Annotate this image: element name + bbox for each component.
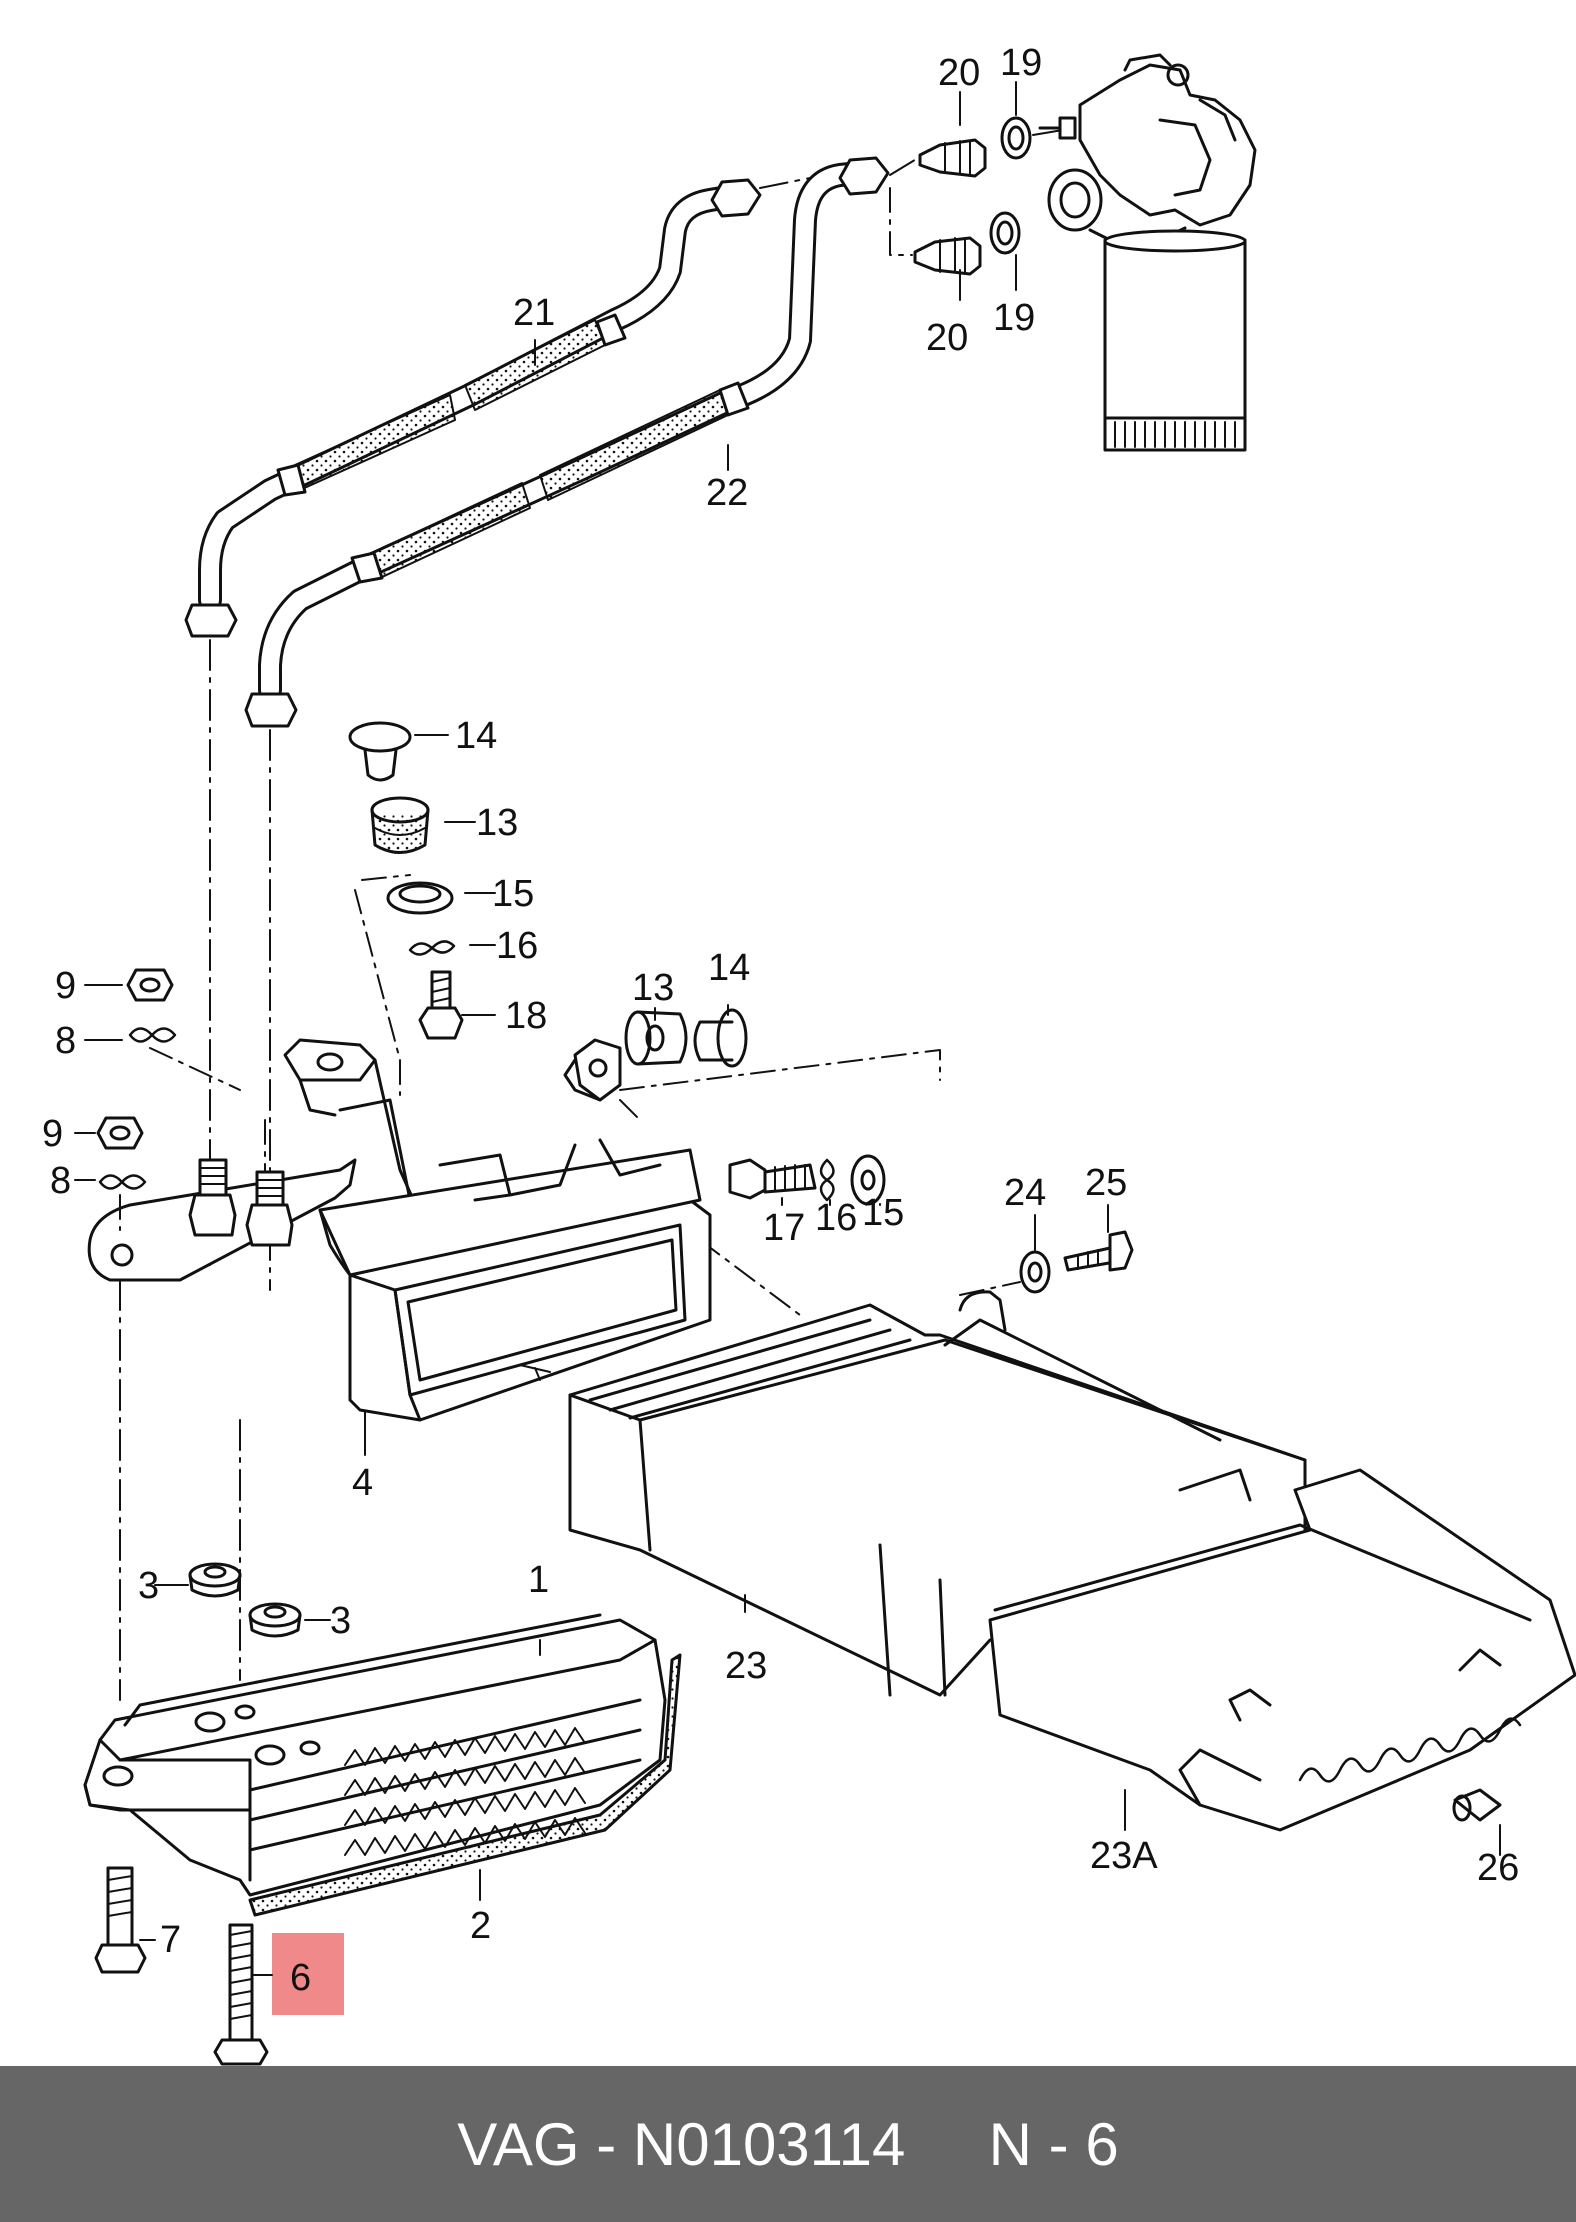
label-20-upper: 20 <box>938 52 980 94</box>
adapter-nipple-right <box>245 1170 294 1247</box>
rubber-mount-3-left <box>188 1562 242 1598</box>
rubber-sleeve-14b <box>693 1008 748 1068</box>
spring-washer-8-lower <box>98 1174 147 1190</box>
banjo-bolt-upper <box>918 138 987 178</box>
screw-25 <box>1063 1230 1134 1272</box>
clip-26 <box>1452 1788 1502 1822</box>
rubber-grommet-13b <box>624 1010 688 1066</box>
spring-washer-8-upper <box>128 1027 177 1043</box>
washer-lower <box>989 211 1021 255</box>
part-number-footer: VAG - N0103114 N - 6 <box>0 2066 1576 2222</box>
label-2: 2 <box>470 1905 491 1947</box>
air-guide-23a <box>988 1468 1576 1832</box>
label-20-lower: 20 <box>926 317 968 359</box>
rubber-sleeve-14 <box>348 721 412 782</box>
nut-9-upper <box>126 968 174 1002</box>
oil-line-22 <box>244 156 890 728</box>
label-8-lower: 8 <box>50 1160 71 1202</box>
label-21: 21 <box>513 292 555 334</box>
bolt-18 <box>418 970 464 1040</box>
label-19-lower: 19 <box>993 297 1035 339</box>
label-19-upper: 19 <box>1000 42 1042 84</box>
adapter-nipple-left <box>188 1158 237 1237</box>
label-24: 24 <box>1004 1172 1046 1214</box>
label-3-right: 3 <box>330 1600 351 1642</box>
label-9-upper: 9 <box>55 965 76 1007</box>
nut-9-lower <box>96 1116 144 1150</box>
parts-diagram: 20 19 20 19 21 22 14 13 15 16 18 13 14 9… <box>42 42 1576 2066</box>
spring-washer-16b <box>819 1158 835 1202</box>
label-7: 7 <box>160 1919 181 1961</box>
oil-cooler-1 <box>83 1613 667 1897</box>
highlight-part-6 <box>272 1933 344 2015</box>
label-23: 23 <box>725 1645 767 1687</box>
rubber-mount-3-right <box>248 1602 302 1638</box>
label-25: 25 <box>1085 1162 1127 1204</box>
washer-upper <box>1000 116 1032 160</box>
bolt-6 <box>213 1923 269 2066</box>
oil-line-21 <box>184 178 762 638</box>
washer-15b <box>850 1154 886 1206</box>
washer-15 <box>386 881 454 915</box>
label-1: 1 <box>528 1559 549 1601</box>
label-8-upper: 8 <box>55 1020 76 1062</box>
label-16-upper: 16 <box>496 925 538 967</box>
label-13-upper: 13 <box>476 802 518 844</box>
label-17: 17 <box>763 1207 805 1249</box>
leader-lines <box>74 81 1501 1976</box>
label-13-lower: 13 <box>632 967 674 1009</box>
label-22: 22 <box>706 472 748 514</box>
part-labels: 20 19 20 19 21 22 14 13 15 16 18 13 14 9… <box>42 42 1519 1999</box>
washer-24 <box>1019 1250 1051 1294</box>
cooler-seal-2 <box>248 1653 682 1917</box>
banjo-bolt-lower <box>913 236 982 276</box>
label-3-left: 3 <box>138 1565 159 1607</box>
bolt-7 <box>94 1866 147 1974</box>
label-4: 4 <box>352 1462 373 1504</box>
label-18: 18 <box>505 995 547 1037</box>
label-26: 26 <box>1477 1847 1519 1889</box>
part-number-text: VAG - N0103114 N - 6 <box>457 2110 1119 2178</box>
oil-filter-housing <box>1038 53 1257 452</box>
air-duct-4 <box>318 1138 712 1422</box>
label-9-lower: 9 <box>42 1113 63 1155</box>
rubber-grommet-13 <box>370 796 430 854</box>
label-14-upper: 14 <box>455 715 497 757</box>
label-23a: 23A <box>1090 1835 1158 1877</box>
spring-washer-16 <box>408 940 456 956</box>
label-14-lower: 14 <box>708 947 750 989</box>
label-6: 6 <box>290 1957 311 1999</box>
label-15-lower: 15 <box>862 1192 904 1234</box>
label-15-upper: 15 <box>492 873 534 915</box>
label-16-lower: 16 <box>815 1197 857 1239</box>
bolt-17 <box>728 1158 817 1200</box>
